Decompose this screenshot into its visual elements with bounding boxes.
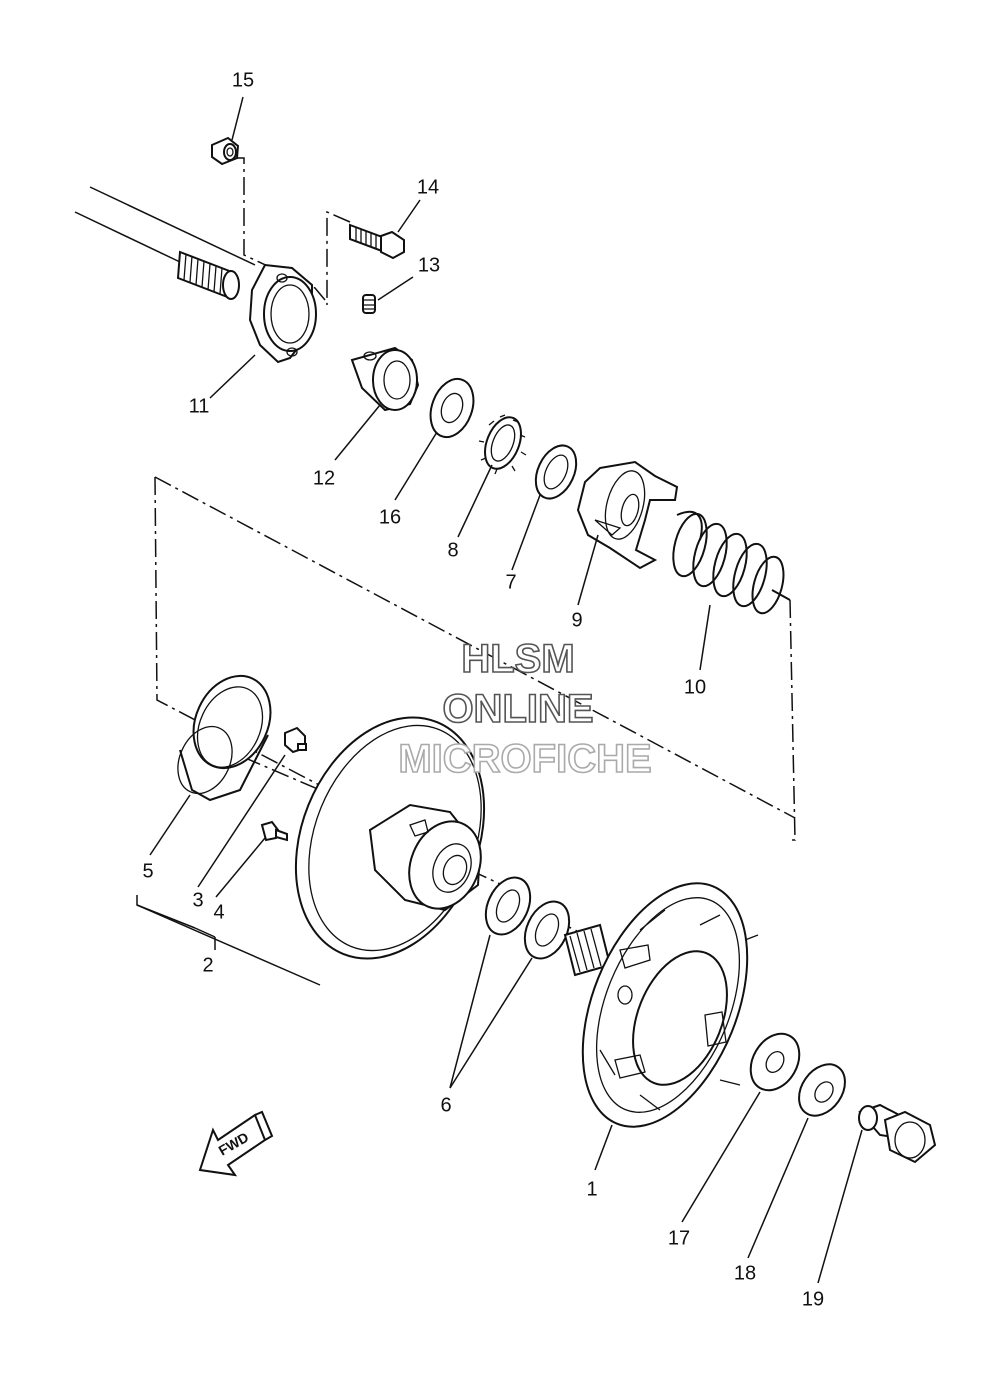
callout-17: 17 <box>668 1227 690 1249</box>
part-12-bearing[interactable] <box>350 346 420 412</box>
part-3-fitting[interactable] <box>284 726 307 754</box>
splined-shaft <box>176 250 240 300</box>
callout-labels: 1 2 3 4 5 6 7 8 9 10 11 12 13 14 15 16 1… <box>142 69 824 1310</box>
part-4-screw[interactable] <box>260 820 288 842</box>
callout-7: 7 <box>505 571 516 593</box>
watermark: HLSM ONLINE MICROFICHE <box>398 636 653 782</box>
callout-11: 11 <box>189 395 210 417</box>
callout-2: 2 <box>202 954 213 976</box>
callout-10: 10 <box>684 676 706 698</box>
part-17-washer[interactable] <box>741 1025 809 1099</box>
callout-3: 3 <box>192 889 203 911</box>
part-9-cam[interactable] <box>576 460 679 570</box>
part-1-fixed-sheave[interactable] <box>550 859 779 1150</box>
part-5-sleeve[interactable] <box>168 663 285 802</box>
callout-16: 16 <box>379 506 401 528</box>
part-15-nut[interactable] <box>211 136 240 166</box>
fwd-direction-badge: FWD <box>198 1110 274 1177</box>
part-10-spring[interactable] <box>667 510 791 616</box>
part-2-sheave[interactable] <box>262 689 519 987</box>
part-14-bolt[interactable] <box>349 223 405 260</box>
callout-14: 14 <box>417 176 439 198</box>
part-16-washer[interactable] <box>423 373 481 443</box>
part-7-lockwasher[interactable] <box>528 439 584 505</box>
callout-6: 6 <box>440 1094 451 1116</box>
part-18-washer[interactable] <box>790 1056 855 1125</box>
assembly-lines <box>74 157 796 986</box>
callout-18: 18 <box>734 1262 756 1284</box>
callout-9: 9 <box>571 609 582 631</box>
callout-4: 4 <box>213 901 224 923</box>
callout-19: 19 <box>802 1288 824 1310</box>
part-11-bracket[interactable] <box>248 263 317 364</box>
part-6-washers[interactable] <box>477 870 578 965</box>
leader-lines <box>149 96 863 1284</box>
part-13-setscrew[interactable] <box>362 294 376 314</box>
part-8-ring[interactable] <box>478 412 528 475</box>
part-19-bolt[interactable] <box>858 1103 937 1164</box>
callout-5: 5 <box>142 860 153 882</box>
callout-15: 15 <box>232 69 254 91</box>
watermark-line-3: MICROFICHE <box>398 737 651 781</box>
callout-1: 1 <box>586 1178 597 1200</box>
callout-12: 12 <box>313 467 335 489</box>
callout-13: 13 <box>418 254 440 276</box>
callout-8: 8 <box>447 539 458 561</box>
watermark-line-1: HLSM <box>461 637 574 681</box>
watermark-line-2: ONLINE <box>442 687 593 731</box>
